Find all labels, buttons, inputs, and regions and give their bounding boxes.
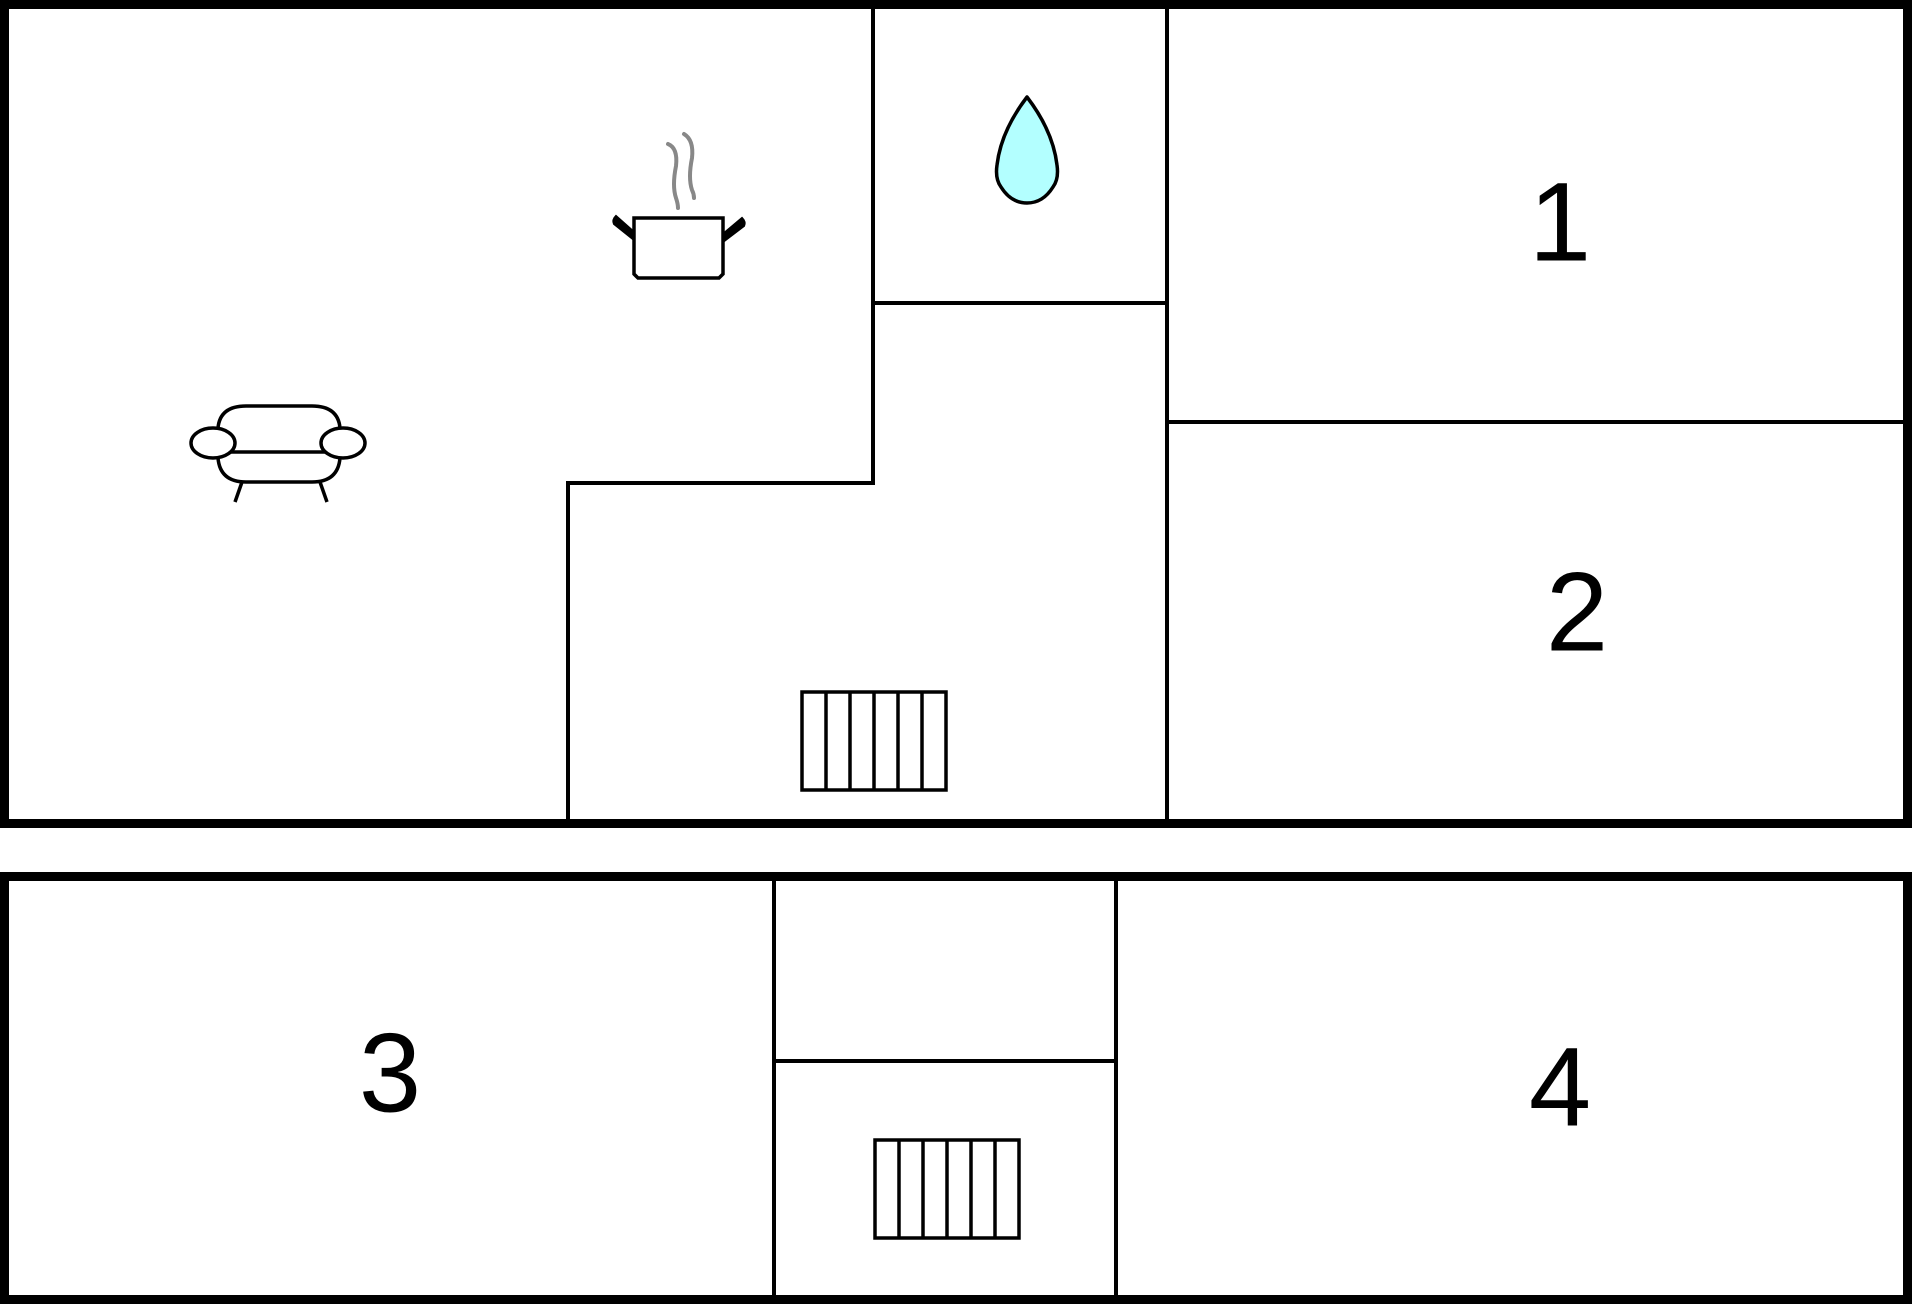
room-label-3: 3 [359, 1011, 421, 1136]
lower-outer-wall [0, 872, 1912, 1304]
room-label-2: 2 [1546, 550, 1608, 675]
sofa-icon [189, 404, 367, 503]
cooking-pot-icon [612, 132, 746, 280]
water-drop-icon [994, 95, 1060, 205]
radiator-icon [800, 690, 948, 792]
lower-floor [0, 872, 1912, 1304]
upper-outer-wall [0, 0, 1912, 828]
room-label-4: 4 [1529, 1025, 1591, 1150]
upper-floor [0, 0, 1912, 828]
radiator-icon [873, 1138, 1021, 1240]
room-label-1: 1 [1529, 160, 1591, 285]
